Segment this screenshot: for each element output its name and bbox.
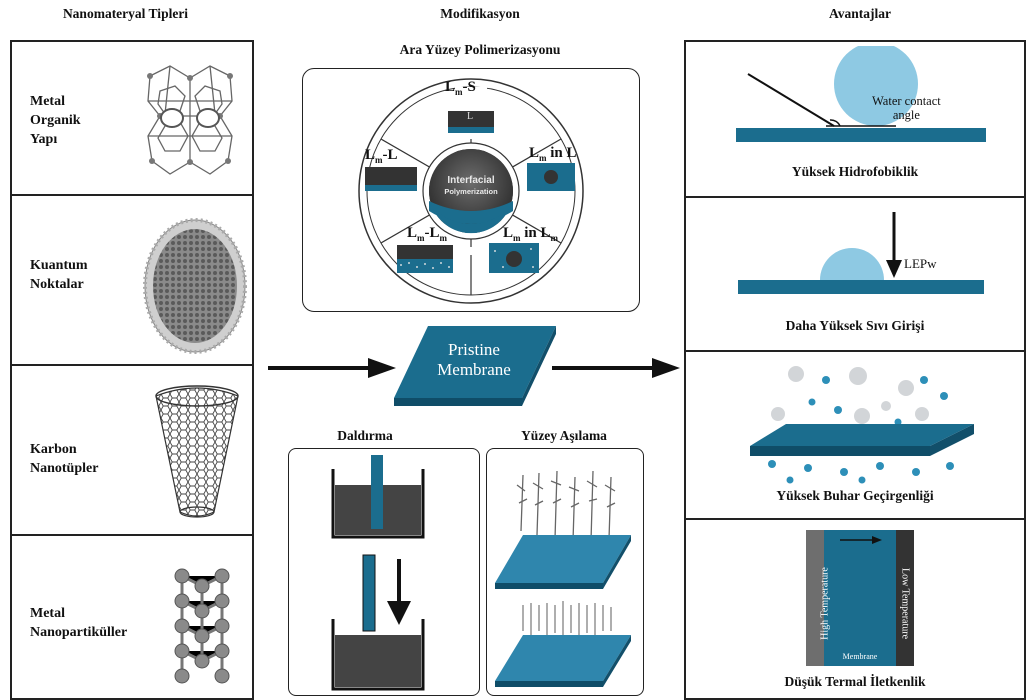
contact-angle-annotation: Water contact angle	[872, 94, 941, 122]
carbon-nanotube-label: Karbon Nanotüpler	[30, 442, 99, 476]
nanomaterial-metal-nanoparticles-box: Metal Nanopartiküller	[10, 534, 254, 700]
contact-angle-illustration	[736, 46, 986, 142]
dipping-panel	[288, 448, 480, 696]
thermal-illustration	[806, 530, 914, 666]
quantum-dots-label: Kuantum Noktalar	[30, 258, 88, 292]
advantage-liquid-entry-box: LEPw Daha Yüksek Sıvı Girişi	[684, 196, 1026, 352]
low-temperature-label: Low Temperature	[899, 567, 911, 640]
metal-nanoparticles-label: Metal Nanopartiküller	[30, 606, 128, 640]
hydrophobicity-caption: Yüksek Hidrofobiklik	[791, 164, 919, 179]
segment-top-label: Lm-S	[445, 79, 476, 97]
grafting-title: Yüzey Aşılama	[521, 428, 607, 443]
metal-nanoparticle-image	[174, 568, 230, 684]
segment-bottom-left-label: Lm-Lm	[407, 225, 448, 243]
dipping-title: Daldırma	[337, 428, 393, 443]
lep-illustration	[738, 212, 984, 294]
carbon-nanotube-image	[155, 385, 239, 518]
segment-left-label: Lm-L	[365, 147, 398, 165]
quantum-dot-image	[143, 218, 247, 354]
lep-annotation: LEPw	[904, 256, 937, 271]
left-flow-arrow	[268, 358, 396, 378]
vapor-permeability-caption: Yüksek Buhar Geçirgenliği	[776, 488, 934, 503]
advantages-header: Avantajlar	[829, 6, 891, 21]
interfacial-polymerization-title: Ara Yüzey Polimerizasyonu	[399, 42, 561, 57]
nanomaterial-quantum-dots-box: Kuantum Noktalar	[10, 194, 254, 366]
grafting-panel	[486, 448, 644, 696]
interfacial-polymerization-panel: Lm-S Lm-L Lm in L Lm-Lm Lm in Lm L Inter…	[302, 68, 640, 312]
mof-label: Metal Organik Yapı	[30, 94, 81, 147]
membrane-label: Membrane	[842, 652, 878, 661]
pristine-membrane-label: Pristine Membrane	[437, 340, 511, 379]
dipping-illustration	[331, 455, 425, 691]
advantage-hydrophobicity-box: Water contact angle Yüksek Hidrofobiklik	[684, 40, 1026, 198]
segment-chip-label: L	[467, 111, 474, 122]
nanomaterial-carbon-nanotube-box: Karbon Nanotüpler	[10, 364, 254, 536]
high-temperature-label: High Temperature	[819, 567, 831, 640]
liquid-entry-caption: Daha Yüksek Sıvı Girişi	[785, 318, 925, 333]
thermal-conductivity-caption: Düşük Termal İletkenlik	[784, 674, 926, 689]
pristine-membrane	[394, 326, 556, 406]
segment-bottom-right-label: Lm in Lm	[503, 225, 559, 243]
vapor-illustration	[750, 366, 974, 484]
grafting-illustration	[495, 470, 631, 687]
modification-header: Modifikasyon	[440, 6, 520, 21]
nanomaterials-header: Nanomateryal Tipleri	[62, 6, 189, 21]
hub-label: Interfacial Polymerization	[444, 175, 498, 196]
right-flow-arrow	[552, 358, 680, 378]
interfacial-wheel	[358, 78, 584, 304]
nanomaterial-mof-box: Metal Organik Yapı	[10, 40, 254, 196]
mof-structure-image	[147, 65, 233, 175]
advantage-thermal-conductivity-box: High Temperature Low Temperature Membran…	[684, 518, 1026, 700]
segment-right-label: Lm in L	[529, 145, 577, 163]
advantage-vapor-permeability-box: Yüksek Buhar Geçirgenliği	[684, 350, 1026, 520]
